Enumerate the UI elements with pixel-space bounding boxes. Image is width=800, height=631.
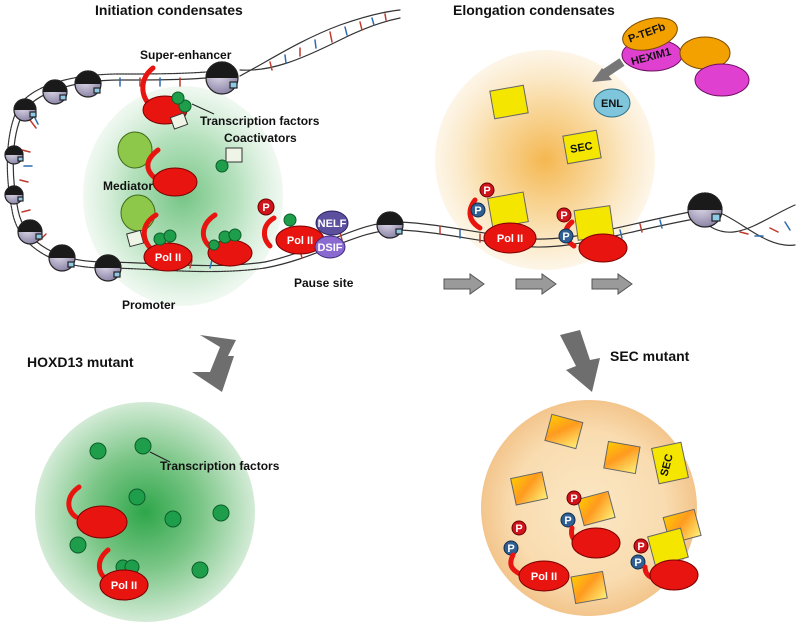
p-text: P: [507, 543, 514, 555]
nelf-text: NELF: [318, 218, 347, 230]
nucleosome: [74, 70, 102, 98]
sec-mutant-text: SEC: [658, 453, 675, 478]
p-text: P: [262, 202, 269, 214]
nucleosome: [42, 79, 68, 105]
direction-arrows: [443, 273, 633, 295]
sec-square-labeled: [562, 129, 602, 165]
coactivator-shape: [225, 147, 243, 163]
p-text: P: [560, 210, 567, 222]
enl-text: ENL: [601, 98, 623, 110]
initiation-header: Initiation condensates: [95, 2, 243, 18]
dsif-text: DSIF: [317, 242, 342, 254]
direction-arrow: [515, 273, 557, 295]
coactivators-label: Coactivators: [224, 131, 297, 145]
transcription-factors-label: Transcription factors: [200, 114, 320, 128]
pol2-text: Pol II: [531, 571, 557, 583]
tf-pointer-line: [191, 103, 215, 115]
p-text: P: [562, 231, 569, 243]
direction-arrow: [443, 273, 485, 295]
pol2-text: Pol II: [155, 252, 181, 264]
pol2-text: Pol II: [287, 235, 313, 247]
tf-mutant-label: Transcription factors: [160, 459, 280, 473]
p-text: P: [474, 205, 481, 217]
pol2-with-tfs: [200, 212, 253, 267]
super-enhancer-label: Super-enhancer: [140, 48, 232, 62]
sec-mutant-pol2-3: P P: [630, 527, 699, 591]
sec-square: [489, 84, 529, 120]
nucleosome: [13, 98, 37, 122]
nucleosome: [48, 244, 76, 272]
down-arrow-right: [560, 330, 600, 392]
mediator-label: Mediator: [103, 179, 153, 193]
p-text: P: [515, 523, 522, 535]
nucleosome: [17, 219, 43, 245]
p-text: P: [634, 557, 641, 569]
sec-mutant-contents: [510, 413, 702, 605]
nucleosomes: [4, 61, 723, 282]
p-text: P: [483, 185, 490, 197]
nucleosome: [205, 61, 239, 95]
hoxd13-contents: Pol II: [66, 437, 230, 601]
elongation-header: Elongation condensates: [453, 2, 615, 18]
ptefb-arrowhead: [592, 68, 612, 82]
super-enhancer-complex: [140, 65, 192, 130]
p-text: P: [637, 541, 644, 553]
paused-pol2: P Pol II NELF DSIF: [257, 198, 349, 259]
mediator-upper: [117, 131, 198, 197]
hoxd13-header: HOXD13 mutant: [27, 354, 134, 370]
p-text: P: [564, 515, 571, 527]
sec-mutant-pol2-1: P P Pol II: [503, 520, 570, 592]
promoter-label: Promoter: [122, 298, 176, 312]
ptefb-arrow: [601, 58, 625, 78]
enl-oval: [593, 88, 631, 118]
promoter-pol2: Pol II: [141, 212, 193, 272]
ptefb-hexim1-complex: P-TEFb HEXIM1: [621, 17, 750, 97]
nucleosome: [687, 192, 723, 228]
sec-mutant-pol2-2: P P: [560, 490, 621, 559]
sec-text: SEC: [569, 140, 593, 156]
elongating-pol2-2: P P: [556, 205, 628, 263]
tf-dot: [215, 159, 229, 173]
pol2-text: Pol II: [111, 580, 137, 592]
nucleosome: [94, 254, 122, 282]
nucleosome: [4, 185, 24, 205]
sec-mutant-header: SEC mutant: [610, 348, 690, 364]
p-text: P: [570, 493, 577, 505]
nucleosome: [4, 145, 24, 165]
direction-arrow: [591, 273, 633, 295]
nucleosome: [376, 211, 404, 239]
elongating-pol2-1: P P Pol II: [467, 182, 537, 254]
down-arrow-left: [192, 335, 236, 392]
pol2-text: Pol II: [497, 233, 523, 245]
pause-site-label: Pause site: [294, 276, 354, 290]
